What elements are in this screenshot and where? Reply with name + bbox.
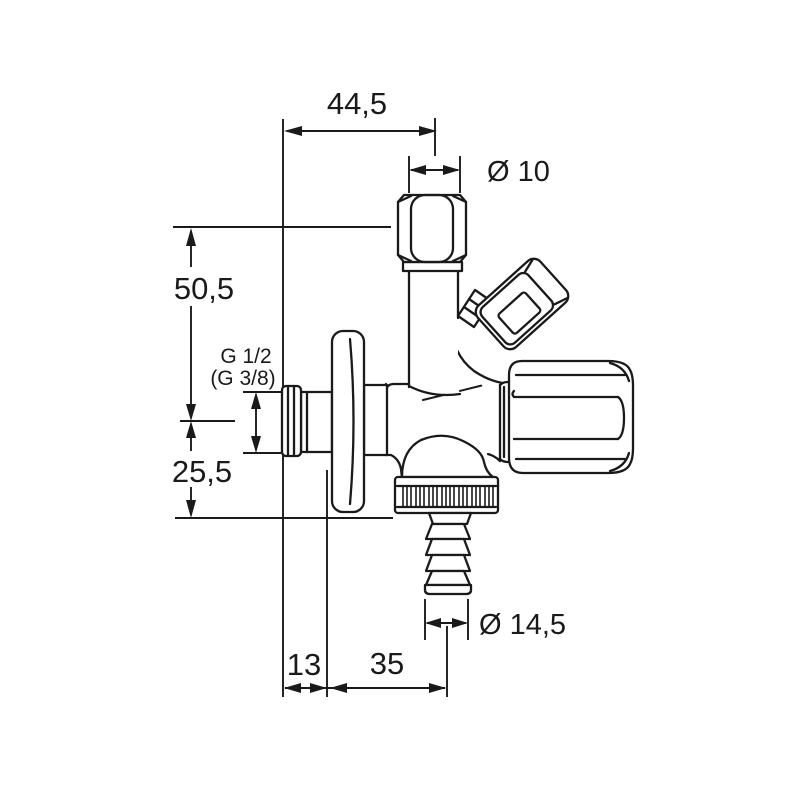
handwheel-bonnet [498,380,510,464]
dim-hose-diameter-label: Ø 14,5 [479,609,566,641]
main-handwheel [507,359,635,475]
dimension-bottom-offsets [284,470,448,697]
dimension-lower-height [175,421,393,519]
dim-upper-height-label: 50,5 [174,271,234,306]
dimension-annotations [173,118,469,697]
dim-top-width-label: 44,5 [327,86,387,121]
dimension-upper-height [173,226,391,421]
hose-barb-connector [423,511,473,596]
dim-offset-right-label: 35 [370,646,404,681]
body-block [386,384,509,455]
pipe-fillet [407,384,462,397]
compression-collar [401,260,464,273]
inlet-pipe [409,271,458,387]
dimension-wall-thread [243,391,281,454]
compression-nut [396,193,468,264]
wall-rosette [330,329,366,514]
compression-nut-facet [409,193,455,264]
dim-wall-thread-label: G 1/2 [220,345,271,368]
dim-wall-thread-alt-label: (G 3/8) [210,367,275,390]
wall-thread-body [299,390,334,454]
knurled-nut [393,475,500,515]
dim-offset-left-label: 13 [287,647,321,682]
dimension-hose-diameter [424,599,469,640]
dimension-top-width [284,118,437,156]
rosette-contour [348,337,355,506]
wall-thread-tip [280,384,303,458]
hidden-edge-dashes [422,382,493,401]
dim-inlet-diameter-label: Ø 10 [487,156,550,188]
valve-body-drawing [280,193,635,596]
outlet-dome [400,434,495,479]
secondary-handwheel [474,257,570,351]
dim-lower-height-label: 25,5 [172,454,232,489]
dimension-labels: 44,5 Ø 10 50,5 G 1/2 (G 3/8) 25,5 13 35 … [172,86,566,682]
wall-boss [362,383,389,457]
dimension-inlet-diameter [408,156,461,193]
